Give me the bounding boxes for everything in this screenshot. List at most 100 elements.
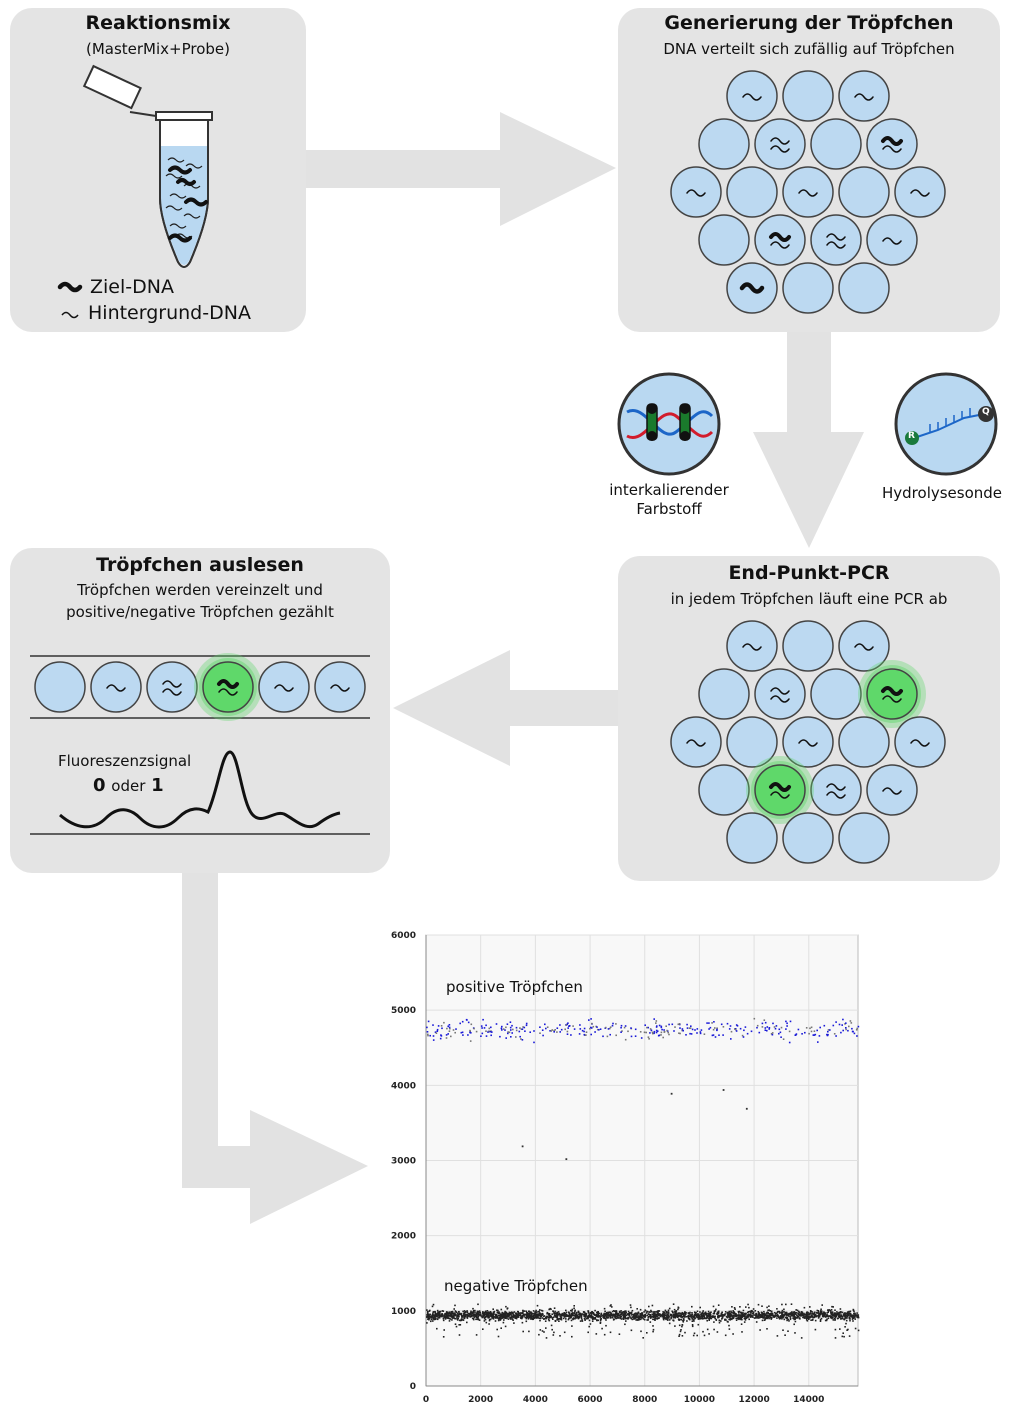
positive-point [656, 1025, 658, 1027]
negative-point [834, 1328, 837, 1331]
negative-point [515, 1317, 518, 1320]
negative-point [728, 1310, 731, 1313]
droplet [754, 118, 806, 170]
y-tick-label: 0 [410, 1382, 416, 1392]
negative-point [579, 1312, 582, 1315]
negative-point [759, 1316, 761, 1319]
negative-point [443, 1329, 445, 1331]
negative-point [636, 1313, 638, 1316]
negative-point [539, 1309, 541, 1311]
negative-point [610, 1304, 612, 1306]
negative-point [817, 1317, 820, 1319]
negative-point [761, 1315, 763, 1318]
positive-point [678, 1032, 680, 1034]
negative-point [635, 1315, 637, 1317]
negative-point [629, 1317, 632, 1319]
negative-point [797, 1312, 799, 1315]
negative-point [768, 1305, 770, 1307]
negative-point [831, 1305, 833, 1308]
negative-point [497, 1319, 500, 1322]
positive-point [735, 1030, 738, 1032]
negative-point [541, 1317, 544, 1319]
negative-point [491, 1312, 493, 1315]
positive-point [521, 1028, 524, 1030]
negative-point [455, 1311, 457, 1313]
negative-point [752, 1314, 754, 1317]
negative-point [427, 1312, 429, 1314]
positive-point [443, 1021, 445, 1024]
positive-point [545, 1027, 547, 1030]
negative-point [609, 1316, 611, 1318]
negative-point [454, 1323, 457, 1325]
droplet [894, 166, 946, 218]
negative-point [432, 1317, 435, 1319]
droplet [810, 668, 862, 720]
negative-point [454, 1314, 457, 1317]
negative-point [455, 1317, 457, 1320]
negative-point [458, 1334, 461, 1336]
negative-point [482, 1315, 485, 1317]
negative-point [706, 1317, 709, 1319]
negative-point [533, 1314, 536, 1317]
negative-point [847, 1314, 850, 1317]
positive-point [450, 1035, 452, 1038]
positive-point [426, 1031, 429, 1033]
negative-point [796, 1314, 798, 1316]
y-tick-label: 5000 [391, 1006, 416, 1016]
negative-point [791, 1311, 793, 1313]
droplet [670, 716, 722, 768]
negative-point [665, 1318, 667, 1321]
negative-point [848, 1310, 850, 1313]
negative-point [458, 1312, 461, 1315]
droplet-generation-title: Generierung der Tröpfchen [664, 12, 954, 34]
positive-point [491, 1031, 493, 1033]
negative-point [637, 1315, 640, 1317]
positive-point [518, 1030, 521, 1033]
positive-point [677, 1023, 680, 1026]
negative-point [747, 1311, 750, 1313]
negative-point [740, 1315, 742, 1317]
positive-point [623, 1026, 626, 1029]
negative-point [828, 1309, 830, 1311]
negative-point [670, 1316, 672, 1319]
y-tick-label: 6000 [391, 931, 416, 941]
positive-point [655, 1020, 658, 1022]
negative-point [503, 1319, 505, 1321]
negative-point [510, 1311, 513, 1313]
positive-point [570, 1034, 572, 1036]
negative-point [553, 1331, 555, 1334]
negative-point [610, 1312, 612, 1314]
negative-point [824, 1319, 827, 1322]
positive-point [639, 1031, 642, 1033]
negative-point [682, 1313, 685, 1316]
negative-point [531, 1317, 534, 1320]
negative-point [519, 1314, 522, 1316]
negative-point [632, 1316, 634, 1318]
negative-point [716, 1331, 719, 1333]
negative-point [451, 1319, 453, 1321]
positive-point [485, 1030, 487, 1032]
negative-point [566, 1314, 568, 1316]
positive-point [460, 1031, 463, 1034]
positive-point [766, 1029, 768, 1032]
negative-point [466, 1310, 468, 1312]
negative-point [662, 1313, 665, 1316]
negative-point [694, 1312, 697, 1315]
negative-point [713, 1321, 715, 1323]
positive-point [714, 1036, 717, 1038]
negative-point [558, 1320, 560, 1322]
positive-point [764, 1029, 767, 1031]
negative-point [559, 1335, 561, 1337]
readout-channel [30, 653, 370, 721]
negative-point [677, 1308, 679, 1311]
negative-point [663, 1318, 665, 1321]
positive-point [668, 1023, 670, 1026]
negative-point [739, 1306, 741, 1308]
negative-point [715, 1318, 717, 1321]
positive-point [590, 1033, 592, 1036]
negative-point [717, 1310, 720, 1313]
droplet [698, 668, 750, 720]
negative-point [699, 1306, 701, 1309]
negative-point [661, 1315, 664, 1318]
negative-point [500, 1327, 502, 1329]
